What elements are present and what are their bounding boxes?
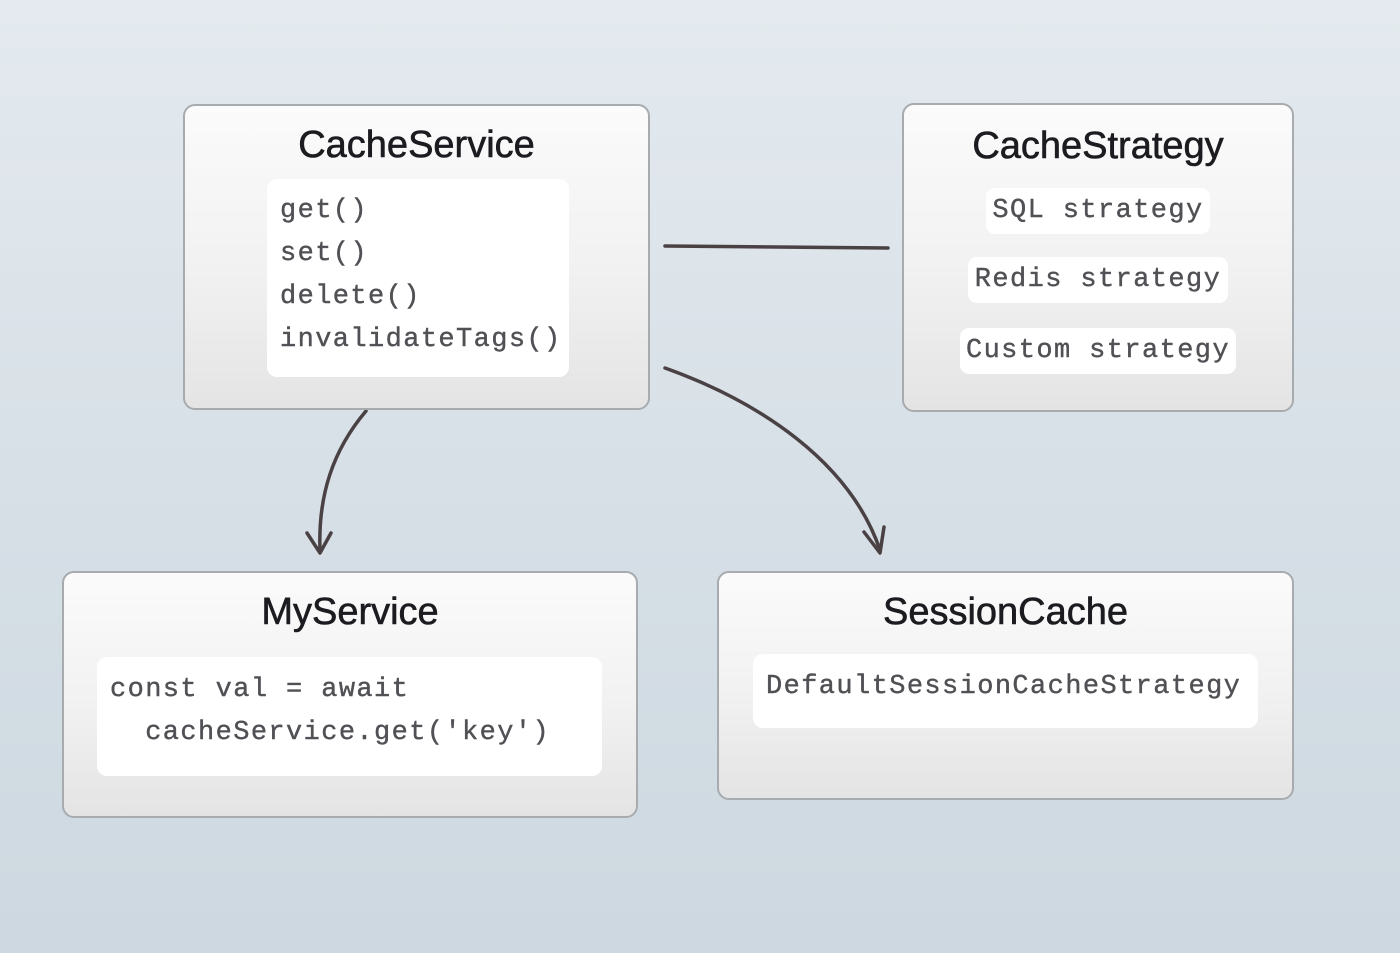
cachestrategy-box: CacheStrategy SQL strategy Redis strateg…: [902, 103, 1294, 412]
method-set: set(): [280, 239, 369, 269]
cacheservice-to-myservice-arrow: [318, 409, 368, 552]
cacheservice-methods-panel: get() set() delete() invalidateTags(): [267, 179, 569, 377]
myservice-title: MyService: [261, 591, 439, 634]
cachestrategy-title: CacheStrategy: [972, 125, 1224, 168]
code-line-2: cacheService.get('key'): [110, 718, 551, 748]
strategy-chip-sql: SQL strategy: [986, 188, 1210, 234]
cacheservice-title: CacheService: [298, 124, 535, 167]
method-get: get(): [280, 196, 369, 226]
strategy-chip-custom: Custom strategy: [960, 328, 1236, 374]
cacheservice-to-sessioncache-arrow: [663, 366, 882, 552]
strategy-chip-redis: Redis strategy: [968, 257, 1228, 303]
code-line-1: const val = await: [110, 675, 410, 705]
cacheservice-to-cachestrategy-line: [663, 244, 890, 250]
method-invalidate-tags: invalidateTags(): [280, 325, 562, 355]
sessioncache-box: SessionCache DefaultSessionCacheStrategy: [717, 571, 1294, 800]
sessioncache-strategy-panel: DefaultSessionCacheStrategy: [753, 654, 1258, 728]
sessioncache-title: SessionCache: [882, 591, 1129, 634]
myservice-box: MyService const val = await cacheService…: [62, 571, 638, 818]
default-session-cache-strategy: DefaultSessionCacheStrategy: [766, 672, 1242, 702]
method-delete: delete(): [280, 282, 421, 312]
myservice-arrowhead: [305, 531, 333, 555]
cacheservice-box: CacheService get() set() delete() invali…: [183, 104, 650, 410]
myservice-code-panel: const val = await cacheService.get('key'…: [97, 657, 602, 776]
sessioncache-arrowhead: [862, 525, 886, 555]
